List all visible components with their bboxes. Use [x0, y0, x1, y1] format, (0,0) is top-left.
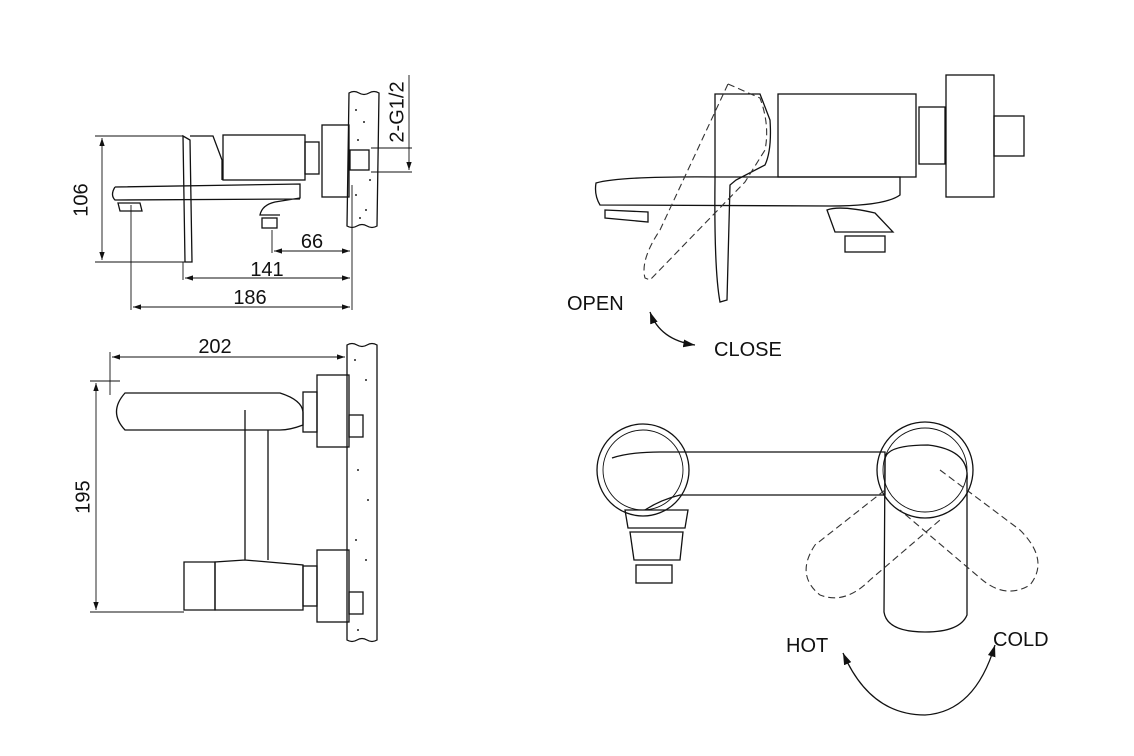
top-view-dimensioned: 202 195	[72, 336, 378, 643]
dim-66: 66	[301, 231, 323, 253]
lever-open-ghost	[643, 83, 768, 281]
label-close: CLOSE	[714, 339, 782, 361]
hot-cold-arrow	[842, 644, 996, 716]
top-view-lever: HOT COLD	[596, 421, 1049, 716]
side-view-dimensioned: 106 2-G1/2 66 141 186	[70, 75, 412, 310]
dim-thread: 2-G1/2	[386, 81, 408, 142]
wall-section	[346, 90, 380, 229]
label-cold: COLD	[993, 629, 1049, 651]
dim-141: 141	[250, 259, 283, 281]
label-open: OPEN	[567, 293, 624, 315]
dim-186: 186	[233, 287, 266, 309]
dim-202: 202	[198, 336, 231, 358]
label-hot: HOT	[786, 635, 828, 657]
wall-section-lower	[346, 342, 378, 643]
dim-195: 195	[72, 480, 94, 513]
open-close-arrow	[649, 311, 696, 348]
lever-closed	[714, 93, 772, 303]
lever-cold-ghost	[899, 469, 1039, 592]
lever-hot-ghost	[805, 489, 941, 599]
dim-106: 106	[70, 183, 92, 216]
side-view-lever: OPEN CLOSE	[567, 74, 1025, 361]
lever-center	[883, 444, 968, 633]
